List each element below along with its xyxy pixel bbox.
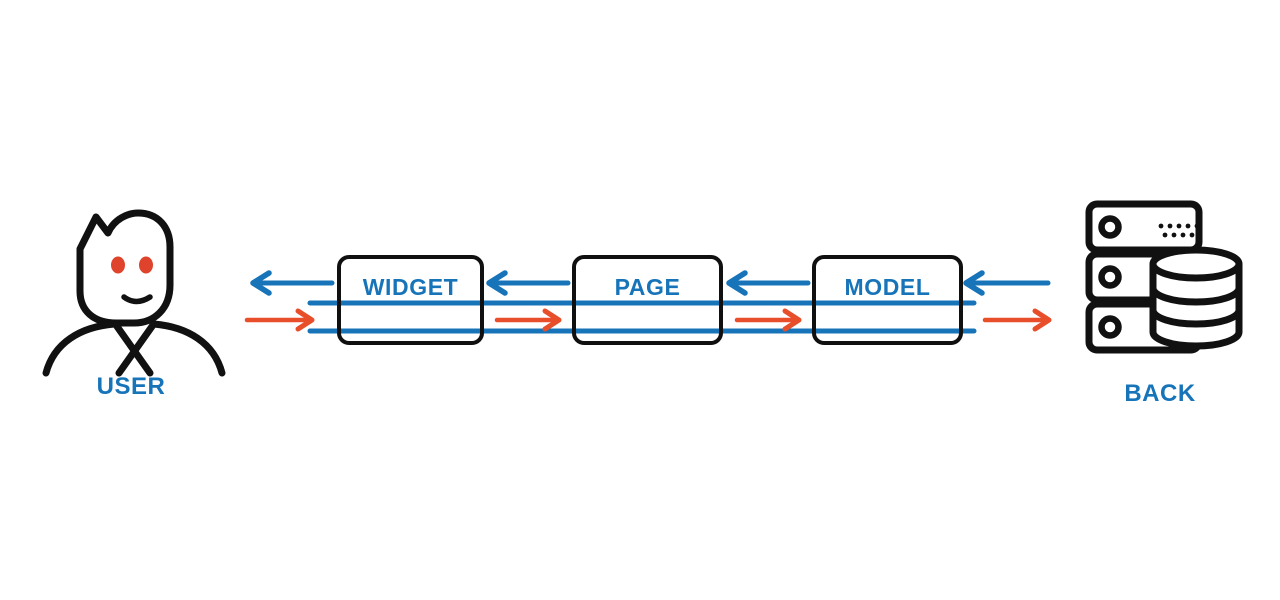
blue-arrowhead-to-model [963, 270, 985, 296]
orange-arrowhead-from-user [295, 308, 315, 332]
node-model: MODEL [812, 255, 963, 345]
blue-arrowhead-to-widget [486, 270, 508, 296]
person-right-shoulder [150, 320, 226, 377]
person-right-eye [139, 256, 153, 274]
back-server-icon [1085, 200, 1243, 354]
blue-return-arrows [250, 270, 1051, 296]
person-collar-right [115, 321, 157, 377]
database-disc-line-2 [1149, 306, 1243, 328]
node-widget-label: WIDGET [362, 274, 459, 300]
person-head-outline [76, 209, 174, 327]
node-widget: WIDGET [337, 255, 484, 345]
blue-arrowhead-to-user [250, 270, 272, 296]
database-cylinder-top [1149, 246, 1243, 282]
person-smile [121, 294, 153, 305]
orange-forward-arrows [244, 308, 1052, 332]
orange-arrowhead-widget-page [542, 308, 562, 332]
orange-arrowhead-to-back [1032, 308, 1052, 332]
server-vent-dots [1158, 223, 1200, 238]
person-left-eye [111, 256, 125, 274]
node-page-label: PAGE [614, 274, 681, 300]
server-led-2 [1098, 265, 1122, 289]
node-page: PAGE [572, 255, 723, 345]
blue-rails [307, 300, 977, 334]
server-led-1 [1098, 215, 1122, 239]
database-disc-line-1 [1149, 284, 1243, 306]
node-back-label: BACK [1124, 380, 1196, 407]
node-user-label: USER [96, 373, 166, 400]
node-model-label: MODEL [844, 274, 931, 300]
server-led-3 [1098, 315, 1122, 339]
user-person-icon [42, 209, 226, 377]
blue-arrowhead-to-page [726, 270, 748, 296]
person-left-shoulder [42, 320, 118, 377]
orange-arrowhead-page-model [782, 308, 802, 332]
